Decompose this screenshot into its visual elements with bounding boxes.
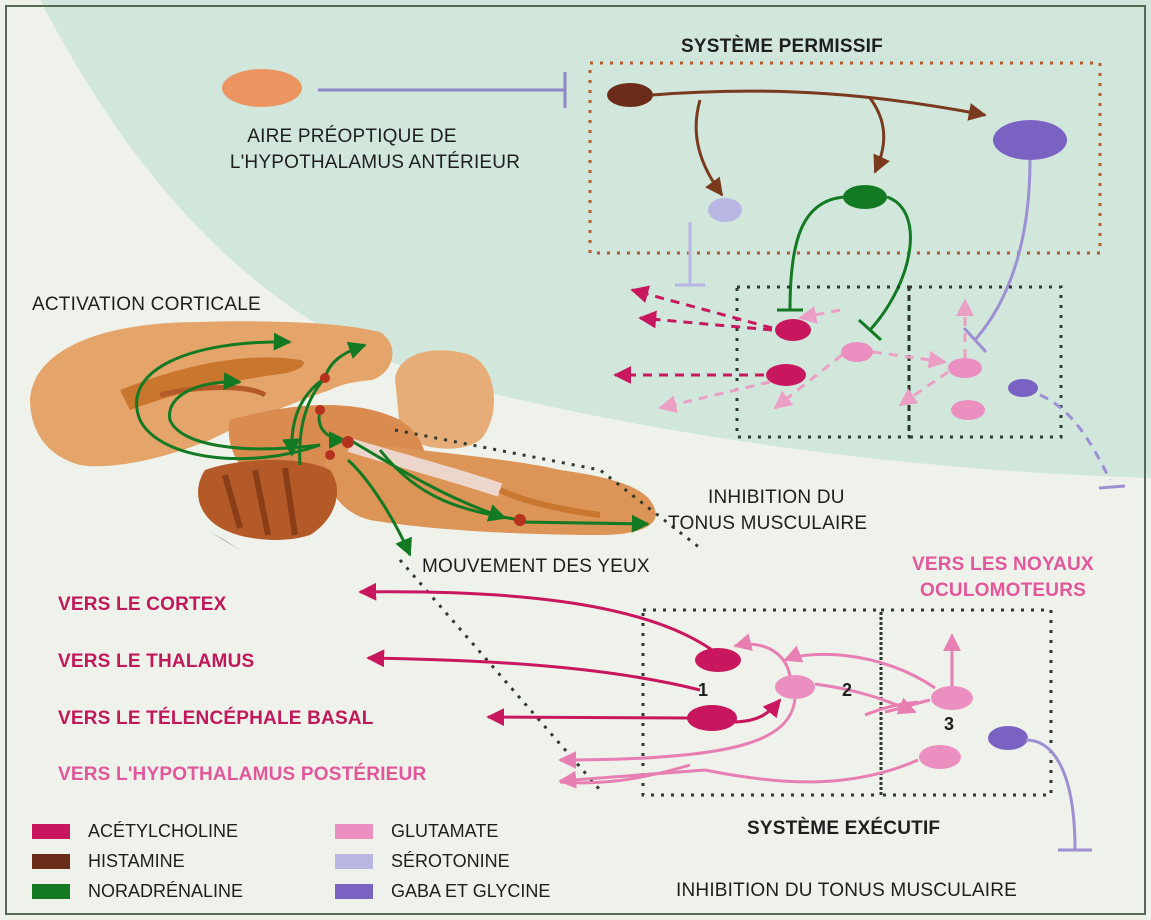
upper-glu-neuron-1: [841, 342, 873, 362]
cortical-activation-label: ACTIVATION CORTICALE: [32, 294, 261, 316]
inhibition-tonus-line1: INHIBITION DU: [708, 487, 845, 509]
upper-glu-neuron-2: [948, 358, 982, 378]
inhibition-bottom-label: INHIBITION DU TONUS MUSCULAIRE: [676, 880, 1017, 902]
inhibition-tonus-line2: TONUS MUSCULAIRE: [668, 513, 867, 535]
legend-swatch-histamine: [32, 854, 70, 869]
histamine-neuron: [607, 83, 653, 107]
legend-swatch-glutamate: [335, 824, 373, 839]
preoptic-area-neuron: [222, 69, 302, 107]
legend-label-noradrenaline: NORADRÉNALINE: [88, 881, 243, 902]
nucleus-number-1: 1: [698, 680, 708, 701]
upper-ach-neuron-2: [766, 364, 806, 386]
legend-swatch-noradrenaline: [32, 884, 70, 899]
ach-neuron-1b: [687, 705, 737, 731]
to-thalamus-label: VERS LE THALAMUS: [58, 651, 254, 673]
legend-swatch-gaba: [335, 884, 373, 899]
legend-label-histamine: HISTAMINE: [88, 851, 185, 872]
legend-label-glutamate: GLUTAMATE: [391, 821, 498, 842]
to-oculomotor-line1: VERS LES NOYAUX: [912, 554, 1094, 576]
glu-neuron-3a: [931, 686, 973, 710]
upper-gaba-neuron: [1008, 379, 1038, 397]
glu-neuron-2: [775, 675, 815, 699]
legend-swatch-serotonine: [335, 854, 373, 869]
to-basal-telencephalon-label: VERS LE TÉLENCÉPHALE BASAL: [58, 708, 374, 730]
gaba-neuron-lower: [988, 726, 1028, 750]
legend-swatch-acetylcholine: [32, 824, 70, 839]
noradrenaline-neuron: [843, 185, 887, 209]
eye-movement-label: MOUVEMENT DES YEUX: [422, 556, 650, 578]
preoptic-label-line2: L'HYPOTHALAMUS ANTÉRIEUR: [180, 152, 570, 174]
serotonin-neuron: [708, 198, 742, 222]
legend-label-gaba: GABA ET GLYCINE: [391, 881, 550, 902]
glu-neuron-3b: [919, 745, 961, 769]
to-oculomotor-line2: OCULOMOTEURS: [920, 580, 1086, 602]
executive-system-title: SYSTÈME EXÉCUTIF: [747, 818, 940, 840]
to-cortex-label: VERS LE CORTEX: [58, 594, 227, 616]
gaba-neuron-upper: [993, 120, 1067, 160]
permissive-system-title: SYSTÈME PERMISSIF: [681, 36, 883, 58]
nucleus-number-3: 3: [944, 714, 954, 735]
legend-label-serotonine: SÉROTONINE: [391, 851, 510, 872]
upper-ach-neuron-1: [775, 319, 811, 341]
ach-neuron-1a: [695, 648, 741, 672]
upper-glu-neuron-3: [951, 400, 985, 420]
preoptic-label-line1: AIRE PRÉOPTIQUE DE: [222, 126, 482, 148]
legend-label-acetylcholine: ACÉTYLCHOLINE: [88, 821, 238, 842]
nucleus-number-2: 2: [842, 680, 852, 701]
to-posterior-hypothalamus-label: VERS L'HYPOTHALAMUS POSTÉRIEUR: [58, 764, 426, 786]
upper-gaba-ghost-bar: [1099, 486, 1125, 488]
